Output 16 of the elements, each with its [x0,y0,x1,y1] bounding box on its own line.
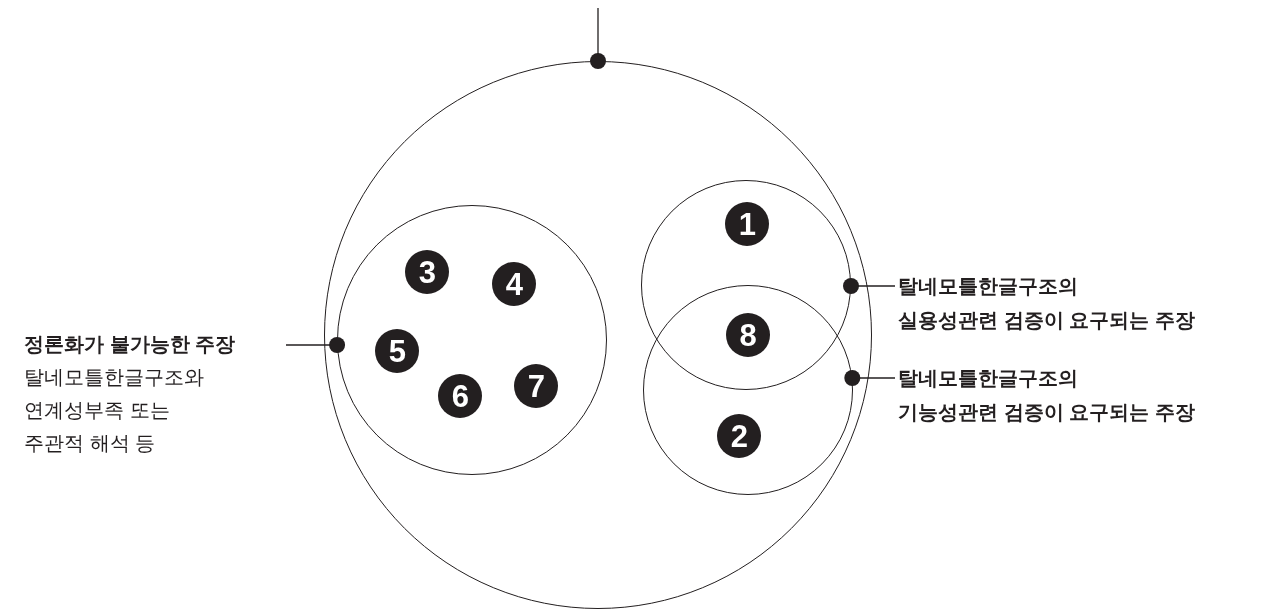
number-badge: 4 [492,262,537,307]
leader-line [285,337,346,353]
leader-line [844,370,896,386]
number-badge: 7 [514,364,559,409]
number-badge: 1 [725,202,770,247]
callout-heading: 정론화가 불가능한 주장 [24,332,237,357]
leader-line [590,7,606,69]
number-badge: 6 [438,374,483,419]
callout-text: 탈네모틀한글구조의 실용성관련 검증이 요구되는 주장 [898,269,1258,337]
number-badge: 5 [375,329,420,374]
leader-line [843,278,896,294]
callout-text: 탈네모틀한글구조와 연계성부족 또는 주관적 해석 등 [24,365,205,456]
callout-text: 탈네모틀한글구조의 기능성관련 검증이 요구되는 주장 [898,361,1258,429]
number-badge: 2 [717,414,762,459]
number-badge: 3 [405,250,450,295]
number-badge: 8 [726,313,770,357]
